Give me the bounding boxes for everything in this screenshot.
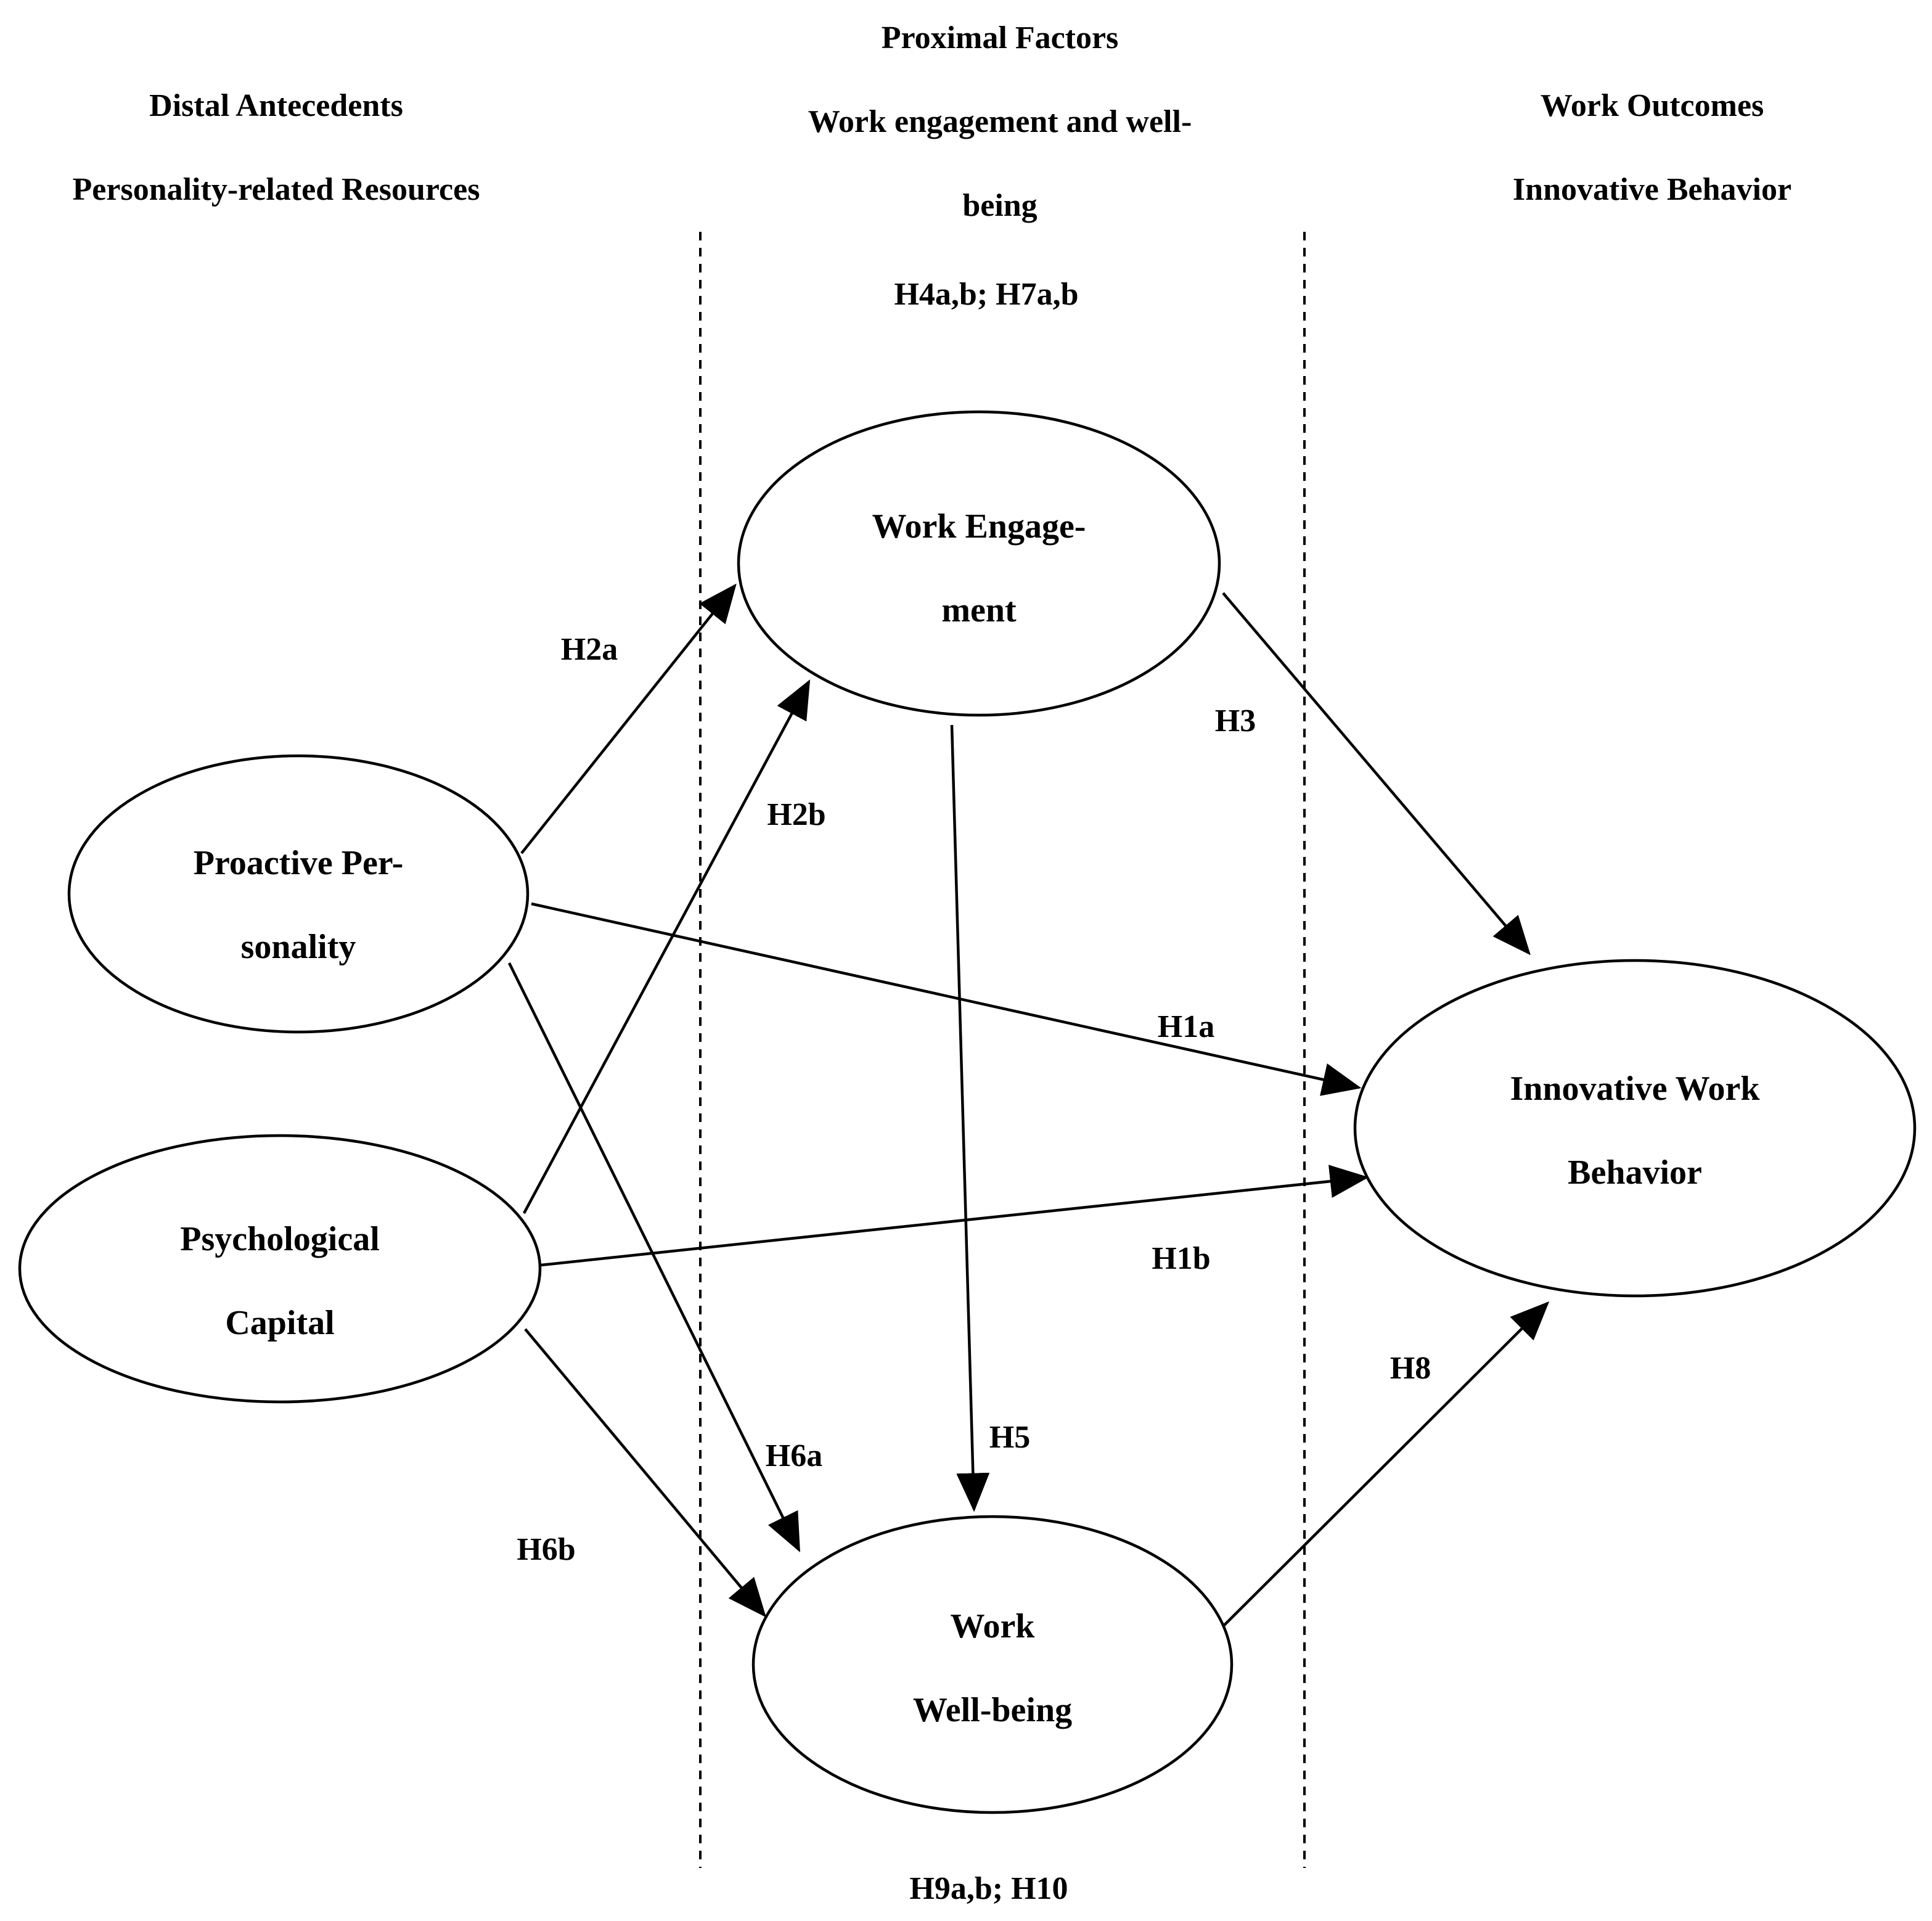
- header-center-line1: Proximal Factors: [882, 20, 1119, 55]
- arrow-h2b: [523, 679, 811, 1214]
- arrow-h8: [1223, 1301, 1550, 1626]
- node-work-engagement-line1: Work Engage-: [872, 507, 1086, 546]
- node-innovative-work-behavior-line1: Innovative Work: [1510, 1070, 1760, 1108]
- arrow-h6b: [524, 1328, 766, 1618]
- node-work-engagement-line2: ment: [941, 591, 1017, 629]
- edge-label-h8: H8: [1390, 1351, 1431, 1386]
- bottom-hypotheses-label: H9a,b; H10: [909, 1871, 1068, 1906]
- edge-label-h2b: H2b: [767, 797, 825, 832]
- header-work-outcomes: Work Outcomes Innovative Behavior: [1513, 88, 1791, 207]
- header-right-line1: Work Outcomes: [1541, 88, 1764, 123]
- arrow-h2a: [520, 583, 737, 854]
- node-work-engagement: Work Engage- ment: [737, 410, 1221, 717]
- edge-label-h1a: H1a: [1158, 1009, 1214, 1044]
- node-psychological-capital-shape: [18, 1134, 542, 1404]
- edge-label-h1b: H1b: [1152, 1241, 1210, 1276]
- node-work-well-being: Work Well-being: [751, 1515, 1234, 1814]
- header-center-line3: being: [962, 188, 1037, 223]
- node-innovative-work-behavior-line2: Behavior: [1568, 1153, 1702, 1192]
- node-proactive-personality-line1: Proactive Per-: [194, 844, 403, 882]
- edge-label-h2a: H2a: [561, 632, 618, 667]
- node-proactive-personality: Proactive Per- sonality: [67, 754, 530, 1034]
- node-work-engagement-shape: [737, 410, 1221, 717]
- arrow-h1a: [531, 902, 1362, 1096]
- node-work-well-being-line1: Work: [951, 1607, 1036, 1645]
- node-psychological-capital-line2: Capital: [225, 1304, 334, 1342]
- node-innovative-work-behavior-shape: [1353, 959, 1917, 1298]
- node-proactive-personality-line2: sonality: [241, 928, 356, 966]
- edge-label-h6a: H6a: [766, 1438, 822, 1473]
- node-work-well-being-line2: Well-being: [913, 1691, 1072, 1729]
- node-proactive-personality-shape: [67, 754, 530, 1034]
- node-psychological-capital-line1: Psychological: [180, 1220, 380, 1258]
- node-innovative-work-behavior: Innovative Work Behavior: [1353, 959, 1917, 1298]
- header-right-line2: Innovative Behavior: [1513, 172, 1791, 207]
- edge-label-h3: H3: [1215, 703, 1256, 739]
- header-center-hypotheses: H4a,b; H7a,b: [894, 277, 1078, 312]
- arrow-h6a: [507, 962, 801, 1553]
- arrow-h1b: [541, 1165, 1369, 1267]
- node-psychological-capital: Psychological Capital: [18, 1134, 542, 1404]
- header-left-line1: Distal Antecedents: [149, 88, 403, 123]
- arrow-h5: [950, 724, 990, 1512]
- header-distal-antecedents: Distal Antecedents Personality-related R…: [73, 88, 480, 207]
- edge-label-h6b: H6b: [517, 1532, 575, 1567]
- header-proximal-factors: Proximal Factors Work engagement and wel…: [808, 20, 1192, 312]
- node-work-well-being-shape: [751, 1515, 1234, 1814]
- arrow-h3: [1222, 592, 1531, 956]
- edge-label-h5: H5: [989, 1420, 1030, 1455]
- header-center-line2: Work engagement and well-: [808, 104, 1192, 139]
- header-left-line2: Personality-related Resources: [73, 172, 480, 207]
